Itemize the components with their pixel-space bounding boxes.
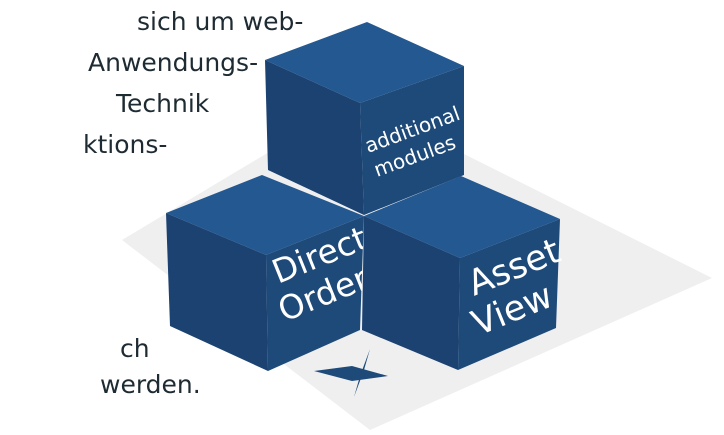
cube-left-face <box>265 60 364 215</box>
cube-right-face <box>458 219 560 370</box>
cube-left-face <box>166 213 268 371</box>
text-line-2: Anwendungs- <box>88 48 259 77</box>
cube-top-face <box>364 176 560 258</box>
cube-left-face <box>362 216 460 370</box>
text-line-4: ktions- <box>83 130 168 159</box>
cube-right-face <box>360 66 464 215</box>
text-line-6: werden. <box>100 370 201 399</box>
text-line-3: Technik <box>116 89 210 118</box>
cube-additional-modules: additional modules <box>265 22 464 215</box>
text-line-1: sich um web- <box>137 7 304 36</box>
text-line-5: ch <box>120 334 150 363</box>
cube-top-face <box>166 175 364 255</box>
cube-top-face <box>265 22 464 103</box>
cube-asset-view: Asset View <box>362 176 566 370</box>
x-logo-icon <box>314 349 388 397</box>
cube-direct-order: Direct Order <box>166 175 374 371</box>
cube-right-face <box>266 216 364 371</box>
